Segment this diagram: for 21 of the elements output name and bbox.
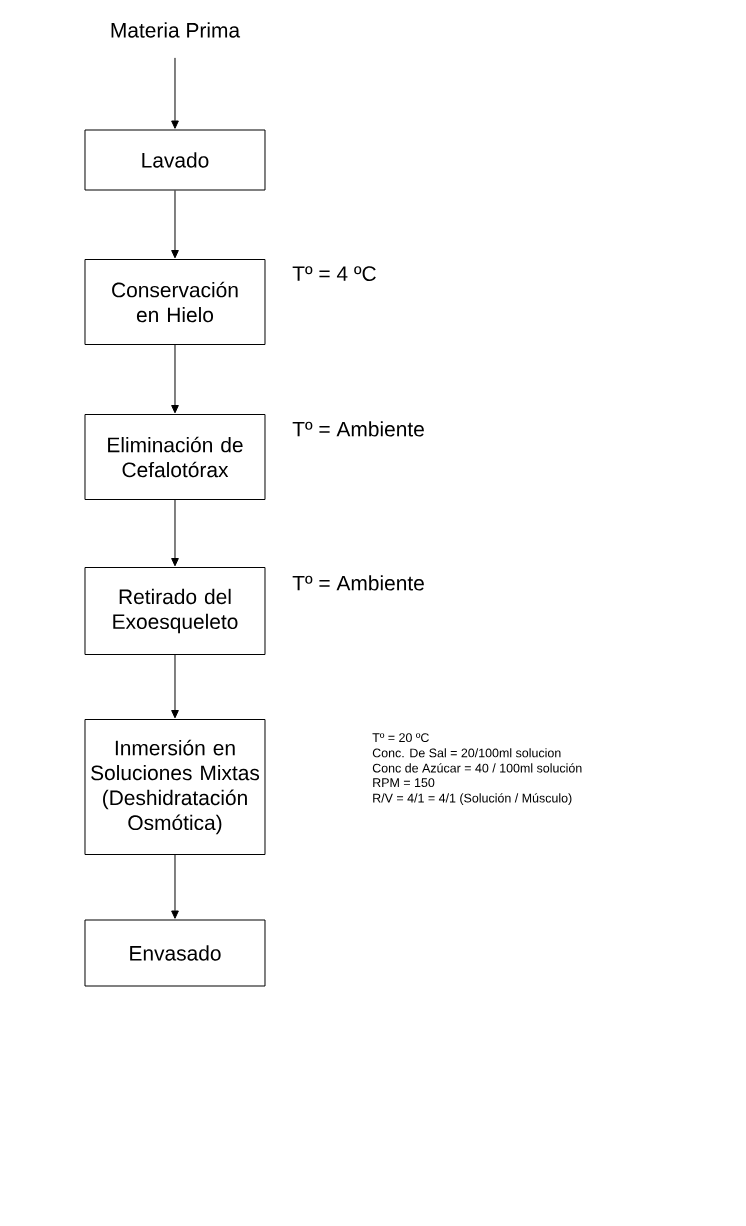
condition-text: Tº = 4 ºC <box>292 266 376 282</box>
condition-text: R/V = 4/1 = 4/1 (Solución / Músculo) <box>373 793 572 805</box>
arrow <box>171 344 179 414</box>
process-box: Conservación en Hielo <box>84 259 266 345</box>
arrow <box>171 57 179 129</box>
process-box: Eliminación de Cefalotórax <box>84 414 266 500</box>
process-box: Retirado del Exoesqueleto <box>84 567 266 655</box>
arrow <box>171 854 179 919</box>
start-label: Materia Prima <box>111 22 241 38</box>
condition-text: Tº = Ambiente <box>292 421 424 437</box>
arrow <box>171 190 179 259</box>
condition-text: Tº = 20 ºC <box>372 733 429 743</box>
process-box: Inmersión en Soluciones Mixtas (Deshidratación Osmótica) <box>84 719 266 855</box>
condition-text: Conc de Azúcar = 40 / 100ml solución <box>372 763 582 773</box>
arrow <box>171 654 179 719</box>
condition-text: Conc. De Sal = 20/100ml solucion <box>372 748 561 758</box>
condition-text: Tº = Ambiente <box>292 575 424 591</box>
arrow <box>171 499 179 567</box>
process-box: Envasado <box>84 919 266 987</box>
process-box: Lavado <box>84 129 266 191</box>
condition-text: RPM = 150 <box>373 778 435 788</box>
